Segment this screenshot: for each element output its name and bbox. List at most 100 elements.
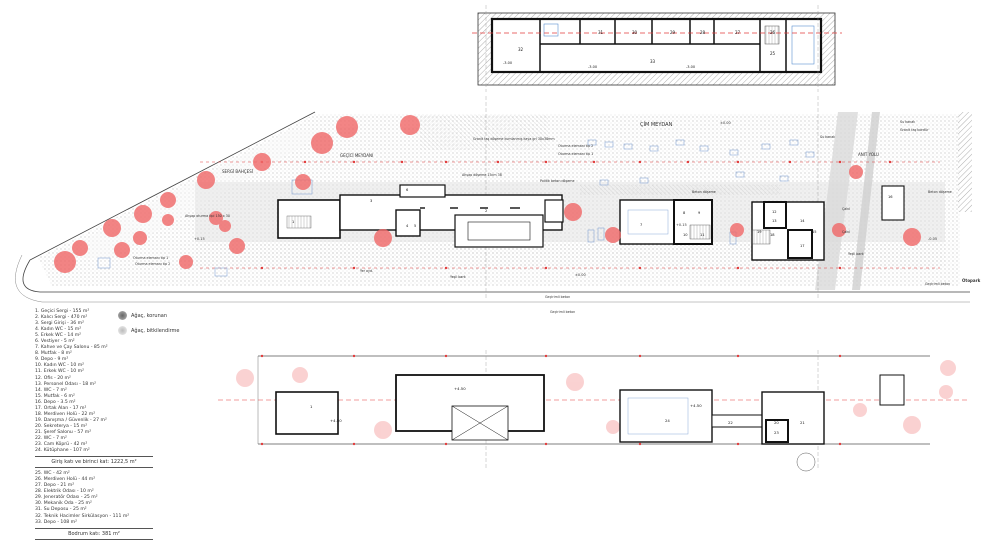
plan-label: -0.05 (928, 237, 937, 241)
plan-label: -3.00 (588, 65, 597, 69)
plan-label: Beton döşeme (692, 190, 716, 194)
plan-label: 16 (888, 195, 893, 199)
basement-room-26: 26 (770, 30, 776, 35)
legend-item-23: 24. Kütüphane - 107 m² (35, 448, 90, 454)
plan-label: Politik beton döşeme (540, 179, 575, 183)
label-anit-yolu: ANIT YOLU (858, 152, 879, 157)
legend-item-1: 2. Kalıcı Sergi - 470 m² (35, 315, 88, 321)
plan-label: Geçirimli beton (545, 295, 570, 299)
pavilion-small (881, 185, 905, 221)
legend-item-basement-7: 32. Teknik Hacimler Sirkülasyon - 111 m² (35, 513, 130, 519)
plan-label: 19 (757, 230, 762, 234)
legend-item-4: 5. Erkek WC - 14 m² (35, 333, 82, 339)
legend-item-basement-4: 29. Jeneratör Odası - 25 m² (35, 495, 98, 501)
legend-item-14: 15. Mutfak - 6 m² (35, 393, 75, 399)
legend-item-15: 16. Depo - 3.5 m² (35, 399, 76, 405)
plan-label: ±0.00 (720, 121, 731, 125)
plan-label: Granit taş döşeme kumlanmış kaya gri 30x… (473, 137, 555, 141)
legend-item-basement-6: 31. Su Deposu - 25 m² (35, 507, 87, 513)
plan-label: 1 (292, 220, 294, 224)
plan-label: 11 (700, 233, 705, 237)
plan-label: 3 (370, 199, 372, 203)
plan-label: 22 (728, 420, 733, 425)
plan-label: +0.15 (194, 237, 205, 241)
site-plan: ÇİM MEYDAN SERGİ BAHÇESİ GEÇİCİ MEYDANI … (15, 96, 981, 314)
plan-label: Ahşap döşeme 15cm 38 (462, 173, 502, 177)
plan-label: Beton döşeme (928, 190, 952, 194)
plan-label: Oturma elemanı tip 1 (133, 256, 168, 260)
legend-item-basement-8: 33. Depo - 108 m² (35, 519, 77, 525)
plan-label: Oturma elemanı tip 1 (558, 152, 593, 156)
basement-room-29: 29 (670, 30, 676, 35)
legend-item-21: 22. WC - 7 m² (35, 435, 67, 441)
legend-item-basement-1: 26. Merdiven Holü - 44 m² (35, 477, 96, 483)
plan-label: +0.15 (676, 223, 687, 227)
tree-new-icon (118, 326, 127, 335)
architectural-sheet: 32 31 30 29 28 27 26 25 33 -3.00 -3.00 -… (15, 5, 981, 540)
legend-item-9: 10. Kadın WC - 10 m² (35, 363, 85, 369)
plan-label: 1 (310, 404, 313, 409)
plan-label: -3.00 (503, 61, 512, 65)
upper-floor-plan: 1 24 22 20 21 23 +4.50 +4.50 +4.50 (218, 350, 970, 472)
key-new: Ağaç, bitkilendirme (118, 326, 180, 335)
legend-item-20: 21. Şeref Salonu - 57 m² (35, 429, 92, 435)
plan-label: +4.50 (454, 386, 466, 391)
plan-label: -3.00 (686, 65, 695, 69)
plan-label: Yeşil bant (450, 275, 466, 279)
plan-label: Yer ayd. (360, 269, 373, 273)
legend-item-13: 14. WC - 7 m² (35, 387, 67, 393)
plan-label: 20 (774, 420, 779, 425)
plan-label: Geçirimli beton (550, 310, 575, 314)
label-gecici-meydan: GEÇİCİ MEYDANI (340, 153, 373, 158)
legend-item-12: 13. Personel Odası - 18 m² (35, 381, 96, 387)
basement-plan: 32 31 30 29 28 27 26 25 33 -3.00 -3.00 -… (472, 5, 842, 92)
plan-label: 23 (774, 430, 779, 435)
legend-item-19: 20. Sekreterya - 15 m² (35, 423, 88, 429)
plan-label: Çakıl (842, 230, 850, 234)
legend-item-0: 1. Geçici Sergi - 155 m² (35, 309, 90, 314)
basement-room-25: 25 (770, 51, 776, 56)
plan-label: 18 (770, 233, 775, 237)
legend-item-basement-0: 25. WC - 42 m² (35, 471, 70, 477)
plan-label: 4 (406, 224, 409, 228)
legend-item-basement-5: 30. Mekanik Oda - 25 m² (35, 501, 92, 507)
building-cafe (619, 199, 713, 245)
legend-item-3: 4. Kadın WC - 15 m² (35, 327, 82, 333)
legend-item-7: 8. Mutfak - 8 m² (35, 351, 72, 357)
label-otopark: Otopark (962, 278, 981, 283)
legend-item-22: 23. Cam Köprü - 42 m² (35, 442, 88, 448)
plan-label: 12 (772, 210, 777, 214)
plan-label: +4.50 (690, 403, 702, 408)
plan-label: 10 (683, 233, 688, 237)
plan-label: 2 (485, 209, 487, 213)
building-office (751, 201, 825, 261)
basement-room-27: 27 (735, 30, 741, 35)
plan-label: 5 (414, 224, 416, 228)
plan-label: Oturma elemanı tip 2 (135, 262, 170, 266)
plan-label: 13 (772, 219, 777, 223)
basement-room-28: 28 (700, 30, 706, 35)
plan-label: 14 (800, 219, 805, 223)
legend-item-2: 3. Sergi Girişi - 36 m² (35, 321, 84, 327)
basement-room-33: 33 (650, 59, 656, 64)
plan-label: Oturma elemanı tip 2 (558, 144, 593, 148)
tree-key: Ağaç, korunan Ağaç, bitkilendirme (118, 311, 180, 341)
total-ground-first: Giriş katı ve birinci kat: 1222,5 m² (35, 456, 153, 469)
plan-label: Yeşil bant (848, 252, 864, 256)
plan-label: Su kanalı (820, 135, 835, 139)
basement-room-30: 30 (632, 30, 638, 35)
basement-room-32: 32 (518, 47, 524, 52)
total-basement: Bodrum katı: 381 m² (35, 527, 153, 540)
site-plan-drawing: 32 31 30 29 28 27 26 25 33 -3.00 -3.00 -… (15, 5, 981, 472)
plan-label: +4.50 (330, 418, 342, 423)
legend-item-basement-3: 28. Elektrik Odası - 10 m² (35, 489, 94, 495)
plan-label: Ahşap oturma tipi 150 x 30 (185, 214, 230, 218)
plan-label: ±0.00 (575, 273, 586, 277)
legend-item-18: 19. Danışma / Güvenlik - 27 m² (35, 417, 107, 423)
legend-item-basement-2: 27. Depo - 21 m² (35, 483, 75, 489)
tree-cluster (54, 115, 921, 273)
tree-protected-icon (118, 311, 127, 320)
plan-label: 21 (800, 420, 805, 425)
legend-item-10: 11. Erkek WC - 10 m² (35, 369, 84, 375)
